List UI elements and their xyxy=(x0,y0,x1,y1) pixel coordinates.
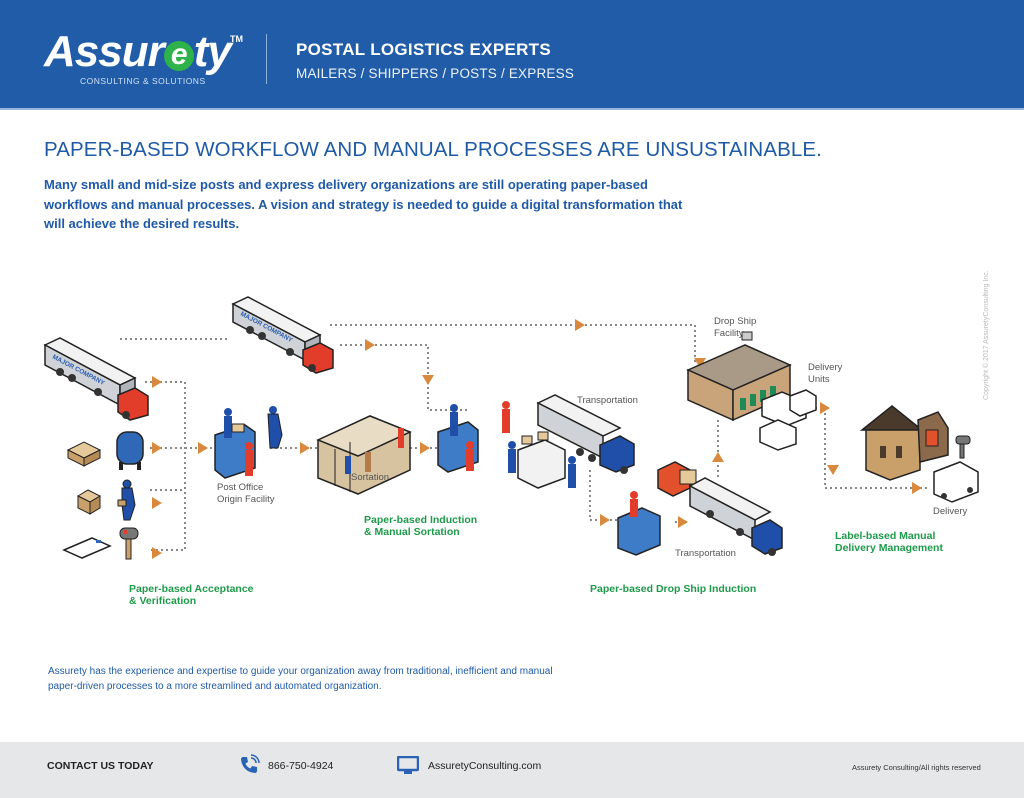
rights-reserved: Assurety Consulting/All rights reserved xyxy=(852,763,981,772)
delivery-vans xyxy=(759,389,817,451)
label-delivery: Delivery xyxy=(933,506,968,517)
page-headline: PAPER-BASED WORKFLOW AND MANUAL PROCESSE… xyxy=(44,138,822,161)
logo-text-prefix: Assur xyxy=(44,27,165,76)
label-transportation-bottom: Transportation xyxy=(675,548,736,559)
website-link[interactable]: AssuretyConsulting.com xyxy=(428,760,542,772)
arrow-icon xyxy=(820,402,830,414)
logo-tagline: CONSULTING & SOLUTIONS xyxy=(80,76,206,86)
arrow-icon xyxy=(198,442,208,454)
header-divider xyxy=(266,34,267,84)
post-office-workstation xyxy=(214,406,283,479)
arrow-icon xyxy=(712,452,724,462)
arrow-icon xyxy=(152,547,162,559)
house xyxy=(859,405,949,481)
stage-line: Paper-based Drop Ship Induction xyxy=(590,583,757,595)
arrow-icon xyxy=(152,376,162,388)
transport-truck-blue-top xyxy=(536,394,635,474)
arrow-icon xyxy=(912,482,922,494)
induction-workstation xyxy=(437,401,516,473)
stage-line: Delivery Management xyxy=(835,542,943,554)
monitor-icon xyxy=(396,755,420,781)
trademark: TM xyxy=(230,34,243,44)
house-mailbox-icon xyxy=(955,435,971,459)
logo-e-circle: e xyxy=(163,40,194,71)
envelope-icon xyxy=(62,537,112,559)
arrow-icon xyxy=(420,442,430,454)
mail-carrier-figure xyxy=(117,479,136,521)
truck-major-company-2: MAJOR COMPANY xyxy=(231,296,334,374)
blue-mailbox-icon xyxy=(116,431,144,470)
transport-truck-blue-bottom xyxy=(688,477,783,556)
flow-arrows xyxy=(152,319,922,559)
logo-text-suffix: ty xyxy=(193,27,232,76)
mail-carts xyxy=(517,431,576,489)
label-transportation-top: Transportation xyxy=(577,395,638,406)
workflow-diagram: MAJOR COMPANY MAJOR COMPANY xyxy=(0,270,1024,630)
arrow-icon xyxy=(600,514,610,526)
arrow-icon xyxy=(827,465,839,475)
arrow-icon xyxy=(365,339,375,351)
label-line: Drop Ship xyxy=(714,316,757,327)
contact-us-label: CONTACT US TODAY xyxy=(47,760,154,772)
label-line: Delivery xyxy=(808,362,843,373)
intro-paragraph: Many small and mid-size posts and expres… xyxy=(44,177,683,231)
stage-line: Label-based Manual xyxy=(835,530,936,542)
label-line: Facility xyxy=(714,328,744,339)
delivery-van-final xyxy=(933,461,979,503)
header-subtitle: MAILERS / SHIPPERS / POSTS / EXPRESS xyxy=(296,66,575,81)
arrow-icon xyxy=(422,375,434,385)
stage-acceptance: Paper-based Acceptance& Verification xyxy=(129,583,254,607)
sortation-cases xyxy=(316,415,412,495)
page-footer: CONTACT US TODAY 866-750-4924 AssuretyCo… xyxy=(0,742,1024,798)
stage-line: & Verification xyxy=(129,595,197,607)
drop-ship-workstation xyxy=(617,491,661,556)
drop-ship-facility-building xyxy=(686,331,792,422)
parcel-icon xyxy=(66,441,102,467)
arrow-icon xyxy=(575,319,585,331)
arrow-icon xyxy=(152,442,162,454)
phone-number[interactable]: 866-750-4924 xyxy=(268,760,334,772)
arrow-icon xyxy=(300,442,310,454)
stage-line: Paper-based Induction xyxy=(364,514,478,526)
residential-mailbox-icon xyxy=(119,527,139,560)
stage-line: & Manual Sortation xyxy=(364,526,460,538)
label-line: Origin Facility xyxy=(217,494,275,505)
workflow-illustration: MAJOR COMPANY MAJOR COMPANY xyxy=(43,296,979,560)
truck-major-company-1: MAJOR COMPANY xyxy=(43,337,149,421)
arrow-icon xyxy=(152,497,162,509)
arrow-icon xyxy=(678,516,688,528)
stage-drop-ship: Paper-based Drop Ship Induction xyxy=(590,583,756,595)
stage-line: Paper-based Acceptance xyxy=(129,583,254,595)
box-icon xyxy=(76,489,102,515)
phone-icon xyxy=(238,754,260,781)
stage-induction: Paper-based Induction& Manual Sortation xyxy=(364,514,477,538)
closing-paragraph: Assurety has the experience and expertis… xyxy=(48,666,553,692)
label-sortation: Sortation xyxy=(351,472,390,483)
label-line: Post Office xyxy=(217,482,264,493)
label-line: Units xyxy=(808,374,830,385)
header-title: POSTAL LOGISTICS EXPERTS xyxy=(296,40,551,59)
